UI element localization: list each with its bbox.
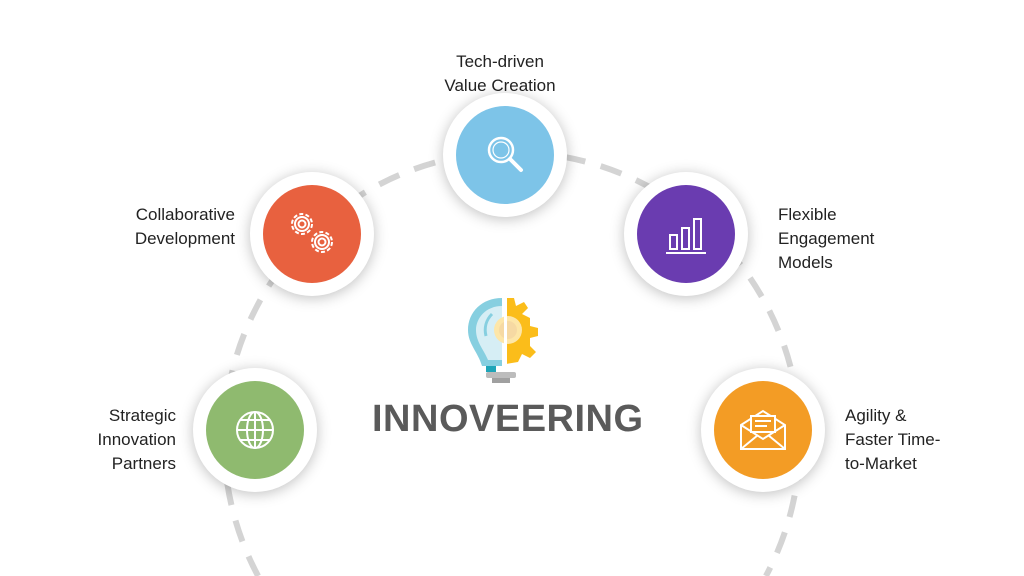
magnifier-icon [487, 136, 523, 172]
main-title: INNOVEERING [372, 398, 644, 440]
node-agility [701, 368, 825, 492]
node-circle [456, 106, 554, 204]
node-circle [714, 381, 812, 479]
node-strategic [193, 368, 317, 492]
node-circle [263, 185, 361, 283]
globe-icon [236, 411, 274, 449]
node-circle [637, 185, 735, 283]
bar-chart-icon [666, 218, 706, 254]
bulb-gear-logo [468, 294, 538, 383]
node-circle [206, 381, 304, 479]
node-collaborative [250, 172, 374, 296]
node-tech-driven [443, 93, 567, 217]
envelope-icon [740, 409, 786, 450]
label-agility: Agility &Faster Time-to-Market [845, 406, 941, 473]
node-flexible [624, 172, 748, 296]
gears-icon [291, 213, 333, 253]
